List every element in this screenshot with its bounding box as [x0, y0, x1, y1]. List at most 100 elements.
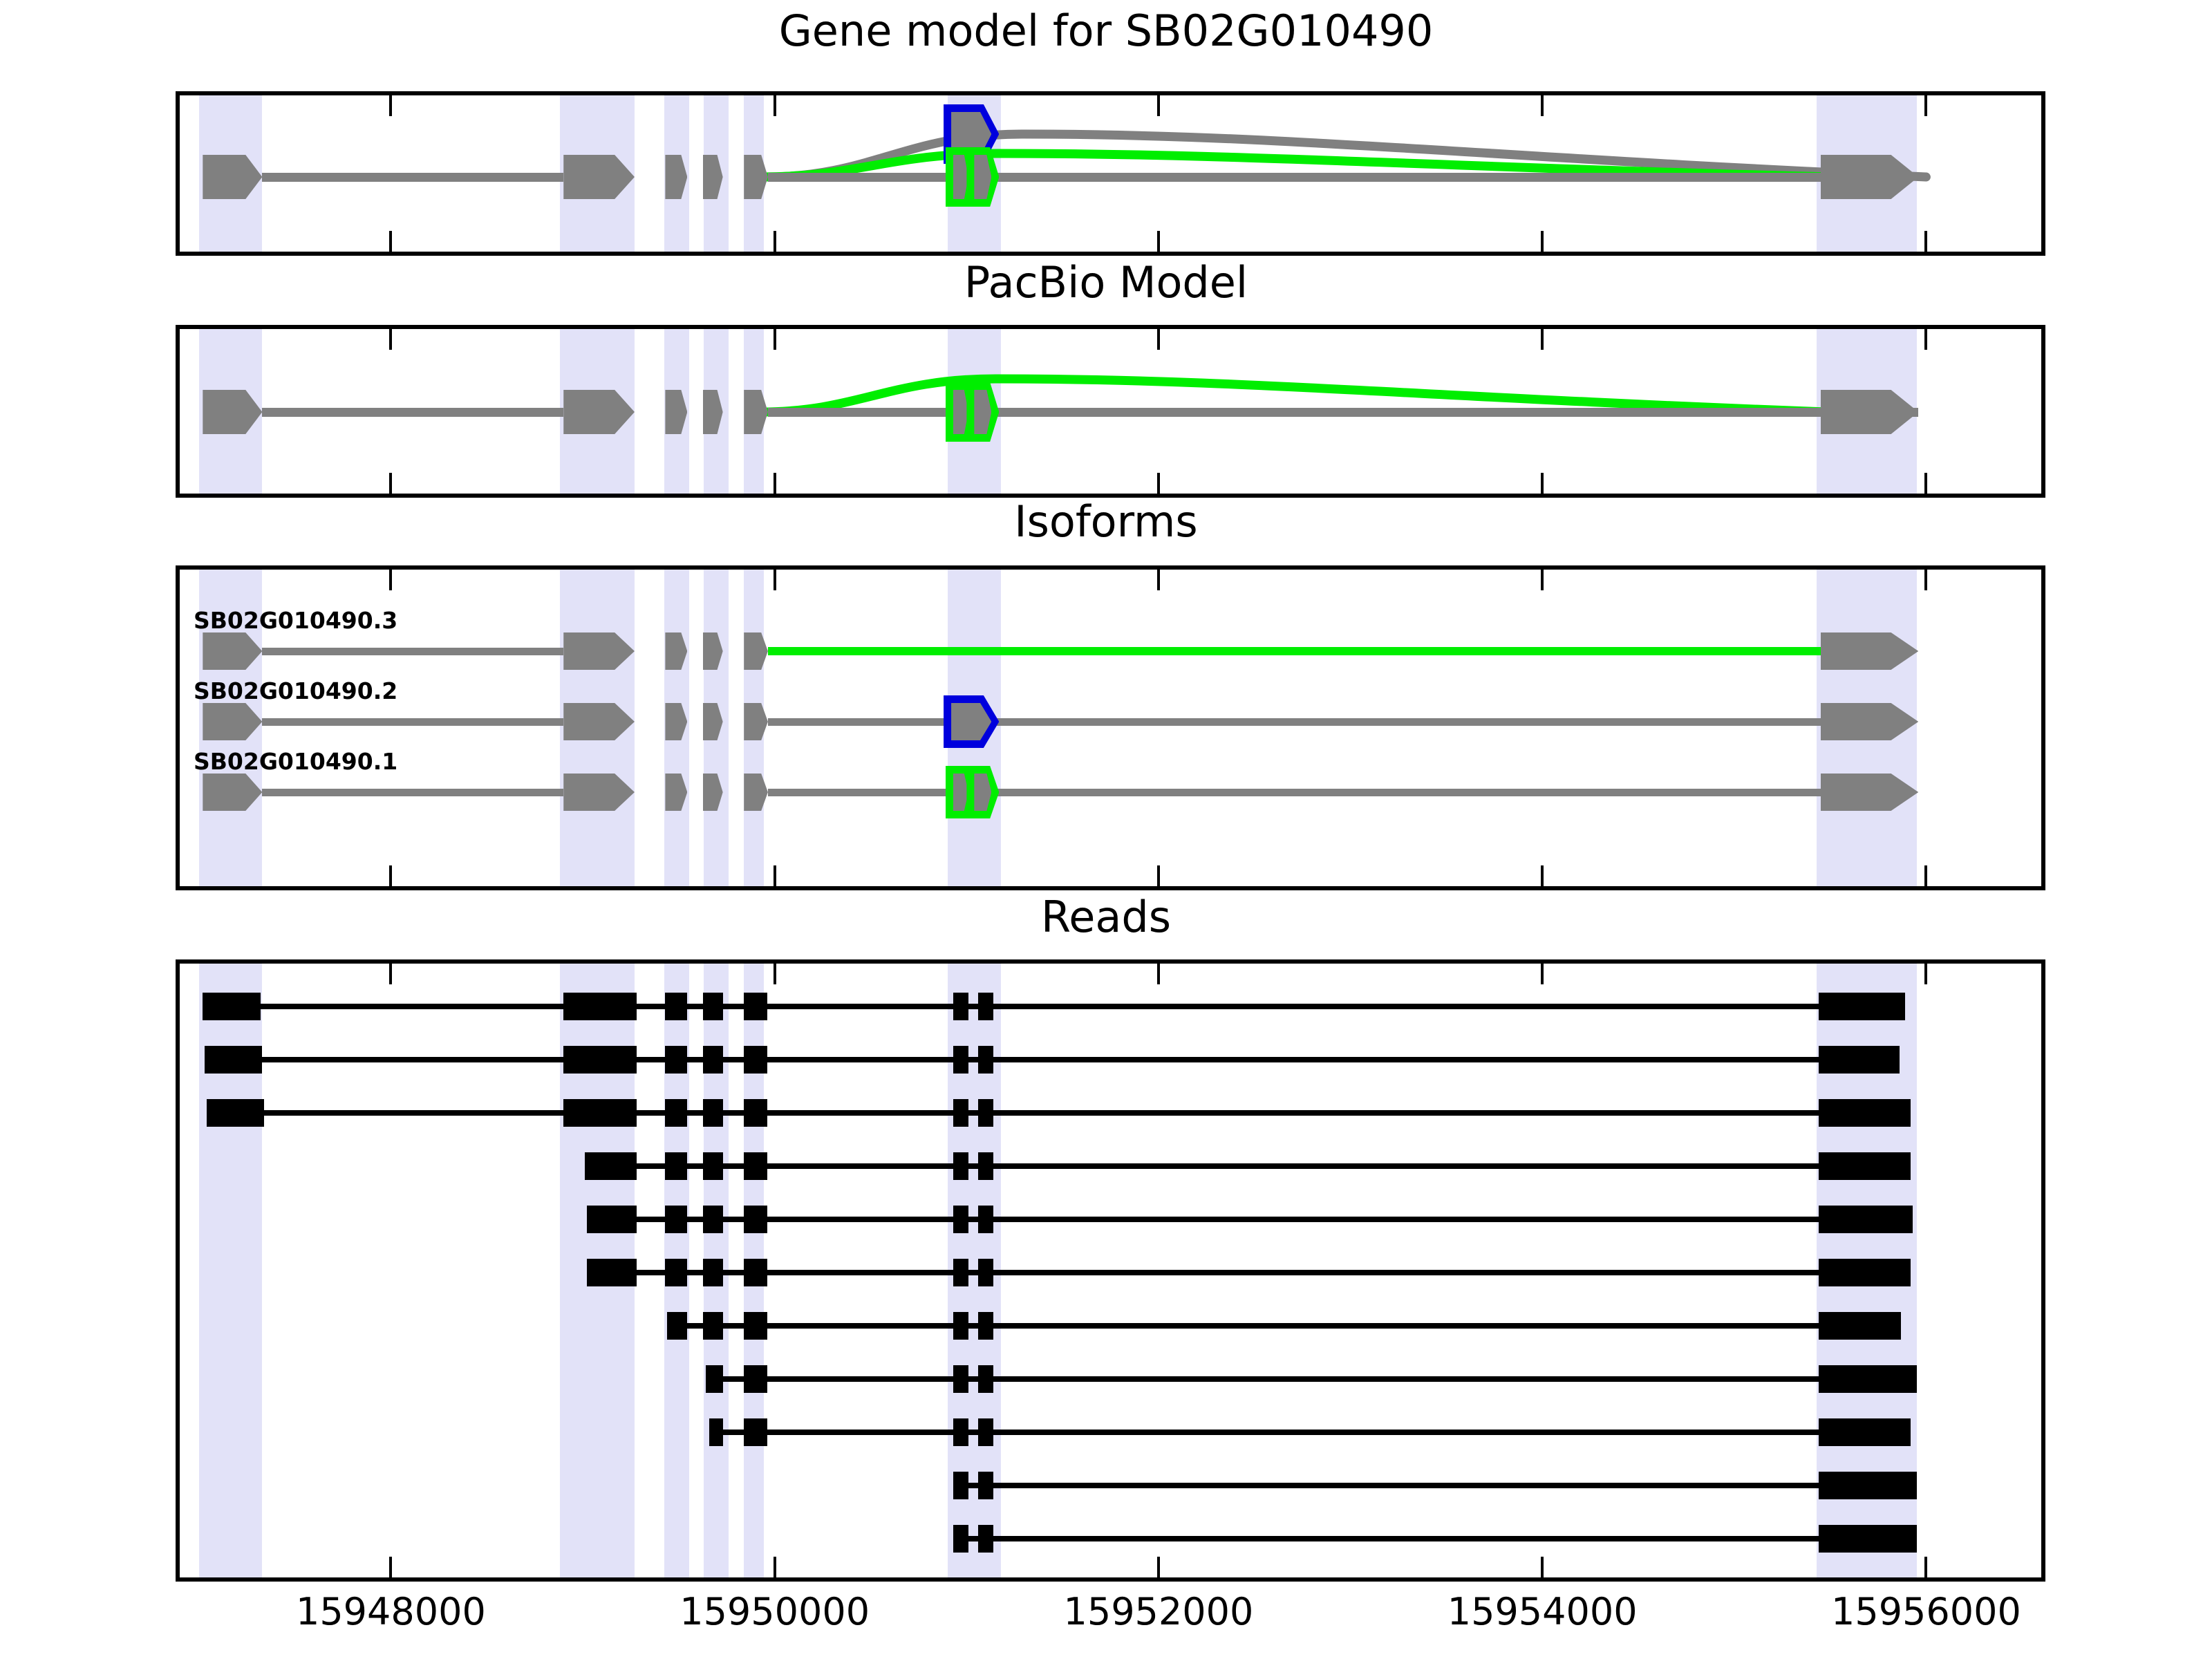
read-exon-block[interactable] — [586, 1206, 637, 1233]
tick-top-2 — [1156, 95, 1160, 116]
isoforms-panel[interactable] — [176, 565, 2045, 890]
exon-block[interactable] — [744, 774, 768, 811]
read-exon-block[interactable] — [1818, 1099, 1911, 1127]
x-tick-label-1: 15950000 — [679, 1590, 870, 1633]
read-exon-block[interactable] — [1818, 1525, 1917, 1553]
read-exon-block[interactable] — [744, 993, 767, 1020]
read-exon-block[interactable] — [744, 1312, 767, 1340]
read-exon-block[interactable] — [1818, 1312, 1902, 1340]
read-exon-block[interactable] — [563, 1046, 637, 1074]
read-exon-block[interactable] — [953, 1418, 969, 1446]
read-exon-block[interactable] — [977, 1312, 994, 1340]
read-exon-block[interactable] — [977, 1525, 994, 1553]
read-exon-block[interactable] — [702, 1206, 723, 1233]
read-exon-block[interactable] — [977, 1206, 994, 1233]
read-exon-block[interactable] — [977, 1046, 994, 1074]
read-alignment-line — [953, 1536, 1917, 1541]
read-exon-block[interactable] — [744, 1259, 767, 1286]
read-exon-block[interactable] — [709, 1418, 723, 1446]
read-alignment-line — [203, 1004, 1905, 1009]
read-exon-block[interactable] — [744, 1152, 767, 1180]
read-exon-block[interactable] — [702, 1099, 723, 1127]
x-tick-label-4: 15956000 — [1830, 1590, 2021, 1633]
read-exon-block[interactable] — [744, 1046, 767, 1074]
read-exon-block[interactable] — [1818, 1472, 1917, 1499]
pacbio-model-panel[interactable] — [176, 325, 2045, 498]
read-exon-block[interactable] — [702, 1312, 723, 1340]
read-exon-block[interactable] — [702, 1046, 723, 1074]
x-tick-label-3: 15954000 — [1447, 1590, 1638, 1633]
read-exon-block[interactable] — [705, 1365, 723, 1393]
panel-heading-pacbio-model: PacBio Model — [964, 257, 1248, 308]
read-exon-block[interactable] — [702, 993, 723, 1020]
intron-segment — [262, 718, 564, 726]
read-exon-block[interactable] — [665, 993, 688, 1020]
read-exon-block[interactable] — [584, 1152, 637, 1180]
read-exon-block[interactable] — [1818, 1259, 1911, 1286]
reads-panel[interactable] — [176, 959, 2045, 1582]
tick-top-0 — [389, 95, 393, 116]
read-exon-block[interactable] — [205, 1046, 263, 1074]
tick-bottom-0 — [389, 231, 393, 252]
read-exon-block[interactable] — [665, 1099, 688, 1127]
gene-model-panel[interactable] — [176, 91, 2045, 256]
read-exon-block[interactable] — [953, 1046, 969, 1074]
tick-top-4 — [1924, 329, 1928, 350]
read-exon-block[interactable] — [586, 1259, 637, 1286]
read-exon-block[interactable] — [1818, 1365, 1917, 1393]
read-exon-block[interactable] — [953, 1365, 969, 1393]
read-exon-block[interactable] — [667, 1312, 688, 1340]
read-exon-block[interactable] — [953, 1472, 969, 1499]
tick-bottom-1 — [773, 231, 776, 252]
read-exon-block[interactable] — [977, 993, 994, 1020]
read-exon-block[interactable] — [665, 1046, 688, 1074]
read-exon-block[interactable] — [953, 1152, 969, 1180]
read-exon-block[interactable] — [977, 1418, 994, 1446]
read-exon-block[interactable] — [702, 1152, 723, 1180]
read-exon-block[interactable] — [953, 1525, 969, 1553]
read-exon-block[interactable] — [977, 1472, 994, 1499]
read-exon-block[interactable] — [1818, 993, 1905, 1020]
intron-segment — [767, 718, 1821, 726]
read-exon-block[interactable] — [563, 993, 637, 1020]
tick-top-4 — [1924, 95, 1928, 116]
read-exon-block[interactable] — [953, 993, 969, 1020]
tick-top-1 — [773, 570, 776, 590]
read-exon-block[interactable] — [977, 1099, 994, 1127]
exon-block[interactable] — [744, 632, 768, 670]
read-exon-block[interactable] — [563, 1099, 637, 1127]
read-exon-block[interactable] — [977, 1259, 994, 1286]
exon-block[interactable] — [744, 390, 768, 434]
read-exon-block[interactable] — [1818, 1206, 1913, 1233]
read-exon-block[interactable] — [1818, 1046, 1900, 1074]
read-exon-block[interactable] — [744, 1099, 767, 1127]
read-exon-block[interactable] — [744, 1418, 767, 1446]
read-exon-block[interactable] — [665, 1206, 688, 1233]
read-exon-block[interactable] — [953, 1259, 969, 1286]
x-tick-label-0: 15948000 — [295, 1590, 486, 1633]
read-exon-block[interactable] — [744, 1365, 767, 1393]
tick-top-1 — [773, 329, 776, 350]
read-exon-block[interactable] — [1818, 1152, 1911, 1180]
exon-block[interactable] — [744, 703, 768, 740]
read-exon-block[interactable] — [744, 1206, 767, 1233]
read-exon-block[interactable] — [977, 1365, 994, 1393]
tick-bottom-1 — [773, 865, 776, 886]
read-alignment-line — [206, 1110, 1911, 1116]
exon-inner-fill — [951, 703, 992, 740]
read-exon-block[interactable] — [702, 1259, 723, 1286]
read-exon-block[interactable] — [203, 993, 261, 1020]
tick-top-0 — [389, 329, 393, 350]
read-exon-block[interactable] — [953, 1099, 969, 1127]
exon-inner-fill — [974, 774, 992, 811]
read-exon-block[interactable] — [206, 1099, 265, 1127]
read-exon-block[interactable] — [1818, 1418, 1911, 1446]
read-exon-block[interactable] — [665, 1259, 688, 1286]
read-exon-block[interactable] — [953, 1312, 969, 1340]
read-exon-block[interactable] — [953, 1206, 969, 1233]
read-exon-block[interactable] — [977, 1152, 994, 1180]
tick-bottom-3 — [1541, 865, 1544, 886]
read-exon-block[interactable] — [665, 1152, 688, 1180]
exon-block[interactable] — [744, 155, 768, 199]
